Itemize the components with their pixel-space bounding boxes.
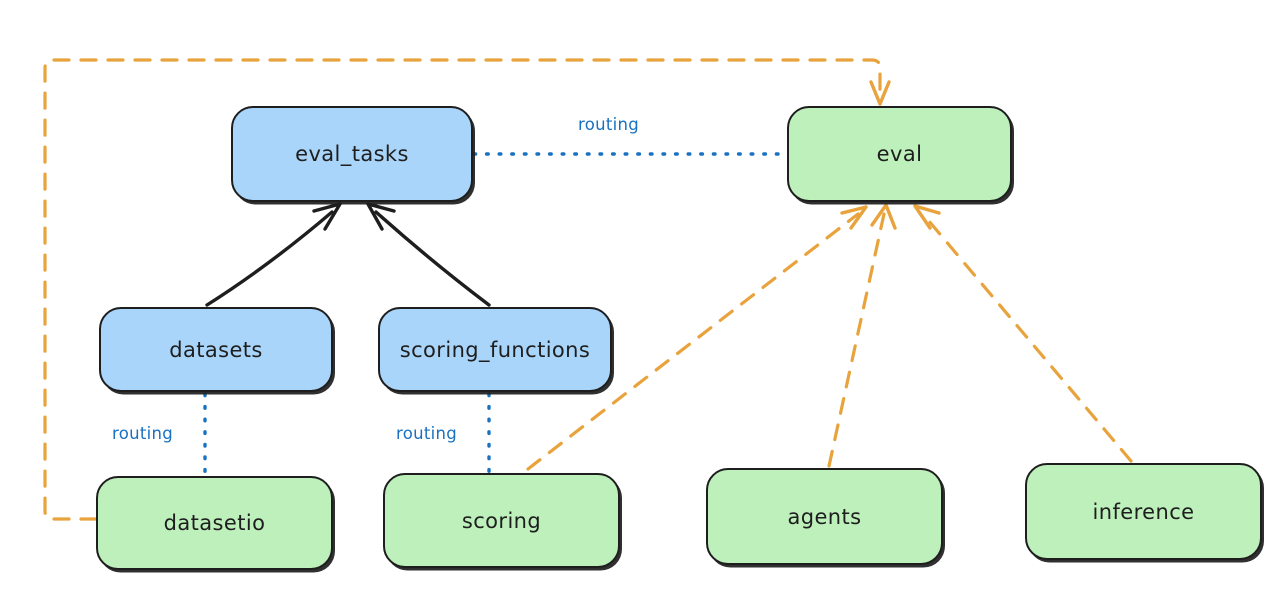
edge-datasets-eval_tasks (205, 202, 342, 307)
node-label: eval_tasks (295, 142, 409, 166)
edge-scoring_functions-eval_tasks (366, 202, 491, 307)
edge-agents-eval (827, 203, 897, 468)
node-label: eval (876, 142, 923, 166)
node-label: datasets (169, 337, 263, 362)
edge-label-routing-datasets-datasetio: routing (112, 424, 174, 443)
node-label: scoring_functions (399, 337, 591, 362)
node-label: agents (787, 504, 862, 529)
edge-label-routing-eval-tasks-eval: routing (578, 115, 640, 134)
node-label: datasetio (163, 511, 266, 535)
node-agents[interactable]: agents (706, 468, 943, 565)
node-datasets[interactable]: datasets (99, 307, 333, 392)
node-label: scoring (461, 508, 542, 533)
node-scoring[interactable]: scoring (383, 473, 620, 568)
node-eval-tasks[interactable]: eval_tasks (231, 106, 473, 202)
node-scoring-functions[interactable]: scoring_functions (378, 307, 612, 392)
edge-inference-eval (913, 204, 1133, 463)
node-eval[interactable]: eval (787, 106, 1012, 202)
node-label: inference (1092, 499, 1195, 524)
node-datasetio[interactable]: datasetio (96, 476, 333, 570)
edge-label-routing-scoring-functions-scoring: routing (396, 424, 458, 443)
node-inference[interactable]: inference (1025, 463, 1262, 560)
